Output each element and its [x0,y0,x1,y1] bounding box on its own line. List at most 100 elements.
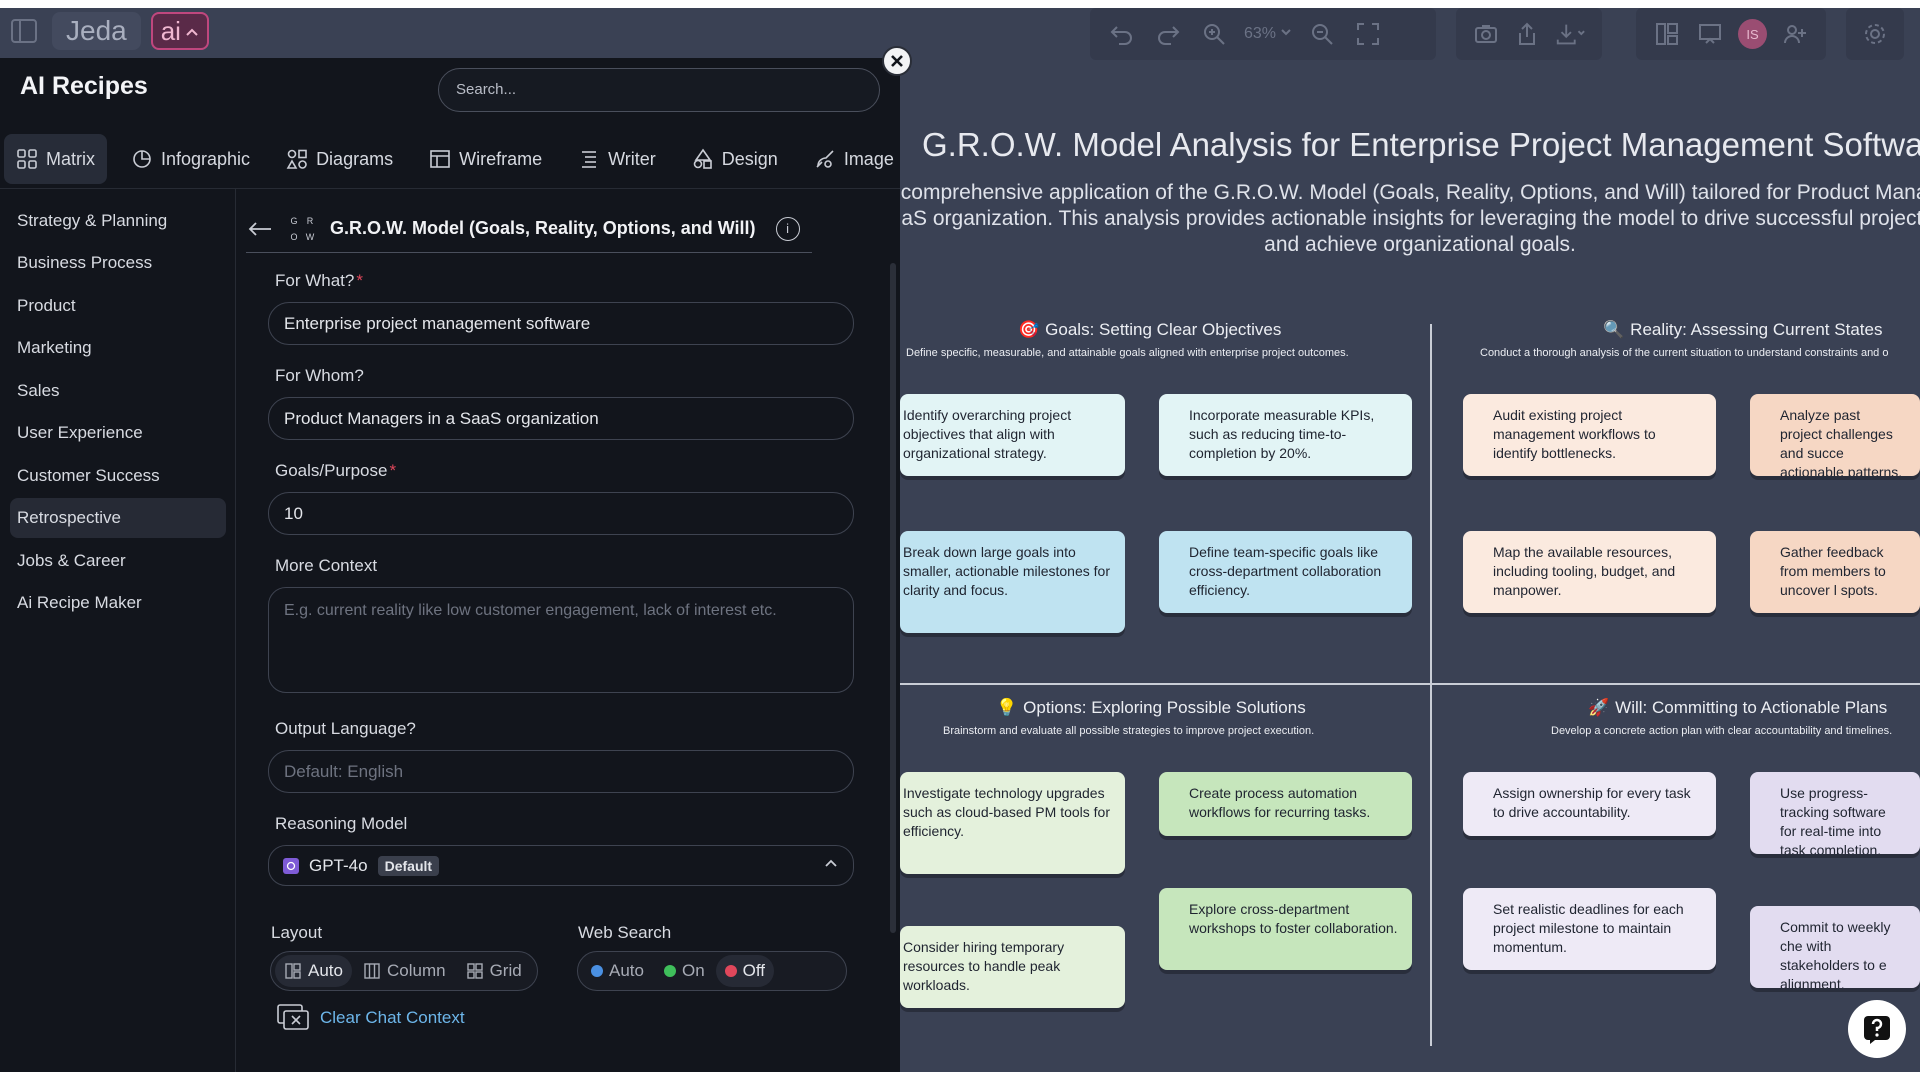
matrix-divider-vertical [1430,324,1432,1046]
clear-chat-button[interactable]: Clear Chat Context [276,1003,465,1033]
tab-label: Writer [608,148,656,169]
layout-option-label: Auto [308,961,343,980]
tab-image[interactable]: Image [802,134,906,184]
sticky-note[interactable]: Analyze past project challenges and succ… [1750,394,1920,476]
category-jobs-career[interactable]: Jobs & Career [17,551,126,570]
brand-logo[interactable]: Jeda [52,12,141,50]
off-dot-icon [724,965,737,977]
tab-writer[interactable]: Writer [566,134,668,184]
sticky-note[interactable]: Consider hiring temporary resources to h… [900,926,1125,1008]
language-label: Output Language? [275,719,416,738]
for-whom-input[interactable]: Product Managers in a SaaS organization [268,397,854,440]
search-input[interactable]: Search... [438,68,880,112]
category-customer-success[interactable]: Customer Success [17,466,160,485]
toolbar-collab: IS [1636,8,1826,60]
layout-label: Layout [271,923,323,942]
language-input[interactable]: Default: English [268,750,854,793]
web-search-option-auto[interactable]: Auto [582,955,653,987]
sticky-note[interactable]: Map the available resources, including t… [1463,531,1716,613]
close-icon[interactable] [882,46,912,76]
web-search-option-off[interactable]: Off [715,955,775,987]
zoom-out-icon[interactable] [1306,18,1338,50]
web-search-option-label: Off [742,961,766,980]
zoom-value: 63% [1244,25,1277,42]
category-retrospective[interactable]: Retrospective [10,498,226,538]
sticky-note[interactable]: Investigate technology upgrades such as … [900,772,1125,874]
present-icon[interactable] [1695,18,1726,50]
category-user-experience[interactable]: User Experience [17,423,143,442]
tab-design[interactable]: Design [680,134,790,184]
fit-screen-icon[interactable] [1352,18,1384,50]
tab-label: Diagrams [316,148,394,169]
sticky-note[interactable]: Identify overarching project objectives … [900,394,1125,476]
tab-label: Matrix [46,148,95,169]
goals-input[interactable]: 10 [268,492,854,535]
tab-wireframe[interactable]: Wireframe [417,134,554,184]
sticky-note[interactable]: Commit to weekly che with stakeholders t… [1750,906,1920,988]
sticky-note[interactable]: Audit existing project management workfl… [1463,394,1716,476]
category-sales[interactable]: Sales [17,381,60,400]
redo-icon[interactable] [1152,18,1184,50]
zoom-in-icon[interactable] [1198,18,1230,50]
quadrant-reality-title: 🔍 Reality: Assessing Current States [1603,320,1882,340]
sticky-note[interactable]: Assign ownership for every task to drive… [1463,772,1716,836]
info-icon[interactable]: i [775,216,800,241]
avatar[interactable]: IS [1737,19,1768,49]
category-ai-recipe-maker[interactable]: Ai Recipe Maker [17,593,142,612]
context-textarea[interactable]: E.g. current reality like low customer e… [268,587,854,693]
layout-option-label: Column [386,961,446,980]
for-what-label: For What?* [275,271,363,290]
category-strategy-planning[interactable]: Strategy & Planning [17,211,168,230]
settings-icon[interactable] [1859,18,1891,50]
whiteboard-canvas[interactable]: G.R.O.W. Model Analysis for Enterprise P… [900,62,1920,1072]
sidebar-toggle-icon[interactable] [6,13,42,49]
quadrant-options-desc: Brainstorm and evaluate all possible str… [943,725,1315,737]
category-business-process[interactable]: Business Process [17,253,153,272]
ai-button[interactable]: ai [150,12,209,50]
quadrant-will-title: 🚀 Will: Committing to Actionable Plans [1588,698,1887,718]
tab-label: Design [721,148,778,169]
chevron-up-icon [185,16,199,47]
camera-icon[interactable] [1472,18,1499,50]
web-search-option-label: Auto [609,961,644,980]
sticky-note[interactable]: Create process automation workflows for … [1159,772,1412,836]
tab-matrix[interactable]: Matrix [4,134,107,184]
category-marketing[interactable]: Marketing [17,338,92,357]
web-search-option-label: On [681,961,705,980]
sticky-note[interactable]: Use progress-tracking software for real-… [1750,772,1920,854]
tab-infographic[interactable]: Infographic [119,134,262,184]
layout-toggle: Auto Column Grid [270,951,538,991]
logo-letter: G [290,215,298,226]
image-brush-icon [816,150,834,168]
sticky-note[interactable]: Gather feedback from members to uncover … [1750,531,1920,613]
form-scrollbar[interactable] [890,263,896,933]
canvas-subtitle: comprehensive application of the G.R.O.W… [900,180,1920,258]
sticky-note[interactable]: Explore cross-department workshops to fo… [1159,888,1412,970]
back-arrow-icon[interactable] [246,215,274,243]
quadrant-will-desc: Develop a concrete action plan with clea… [1551,725,1893,737]
layout-icon[interactable] [1652,18,1683,50]
for-whom-label: For Whom? [275,366,364,385]
category-product[interactable]: Product [17,296,76,315]
add-user-icon[interactable] [1779,18,1810,50]
model-select[interactable]: GPT-4o Default [268,845,854,886]
download-icon[interactable] [1554,18,1586,50]
tab-diagrams[interactable]: Diagrams [274,134,405,184]
web-search-toggle: Auto On Off [577,951,847,991]
sticky-note[interactable]: Incorporate measurable KPIs, such as red… [1159,394,1412,476]
lightbulb-icon: 💡 [996,698,1018,717]
layout-option-grid[interactable]: Grid [457,955,531,987]
zoom-dropdown[interactable]: 63% [1244,25,1292,43]
undo-icon[interactable] [1106,18,1138,50]
layout-option-auto[interactable]: Auto [275,955,352,987]
recipe-header: G R O W G.R.O.W. Model (Goals, Reality, … [246,205,812,253]
sticky-note[interactable]: Set realistic deadlines for each project… [1463,888,1716,970]
web-search-option-on[interactable]: On [655,955,714,987]
for-what-input[interactable]: Enterprise project management software [268,302,854,345]
help-icon[interactable] [1848,1000,1906,1058]
ai-recipes-panel: AI Recipes Search... Matrix Infographic … [0,58,900,1072]
sticky-note[interactable]: Break down large goals into smaller, act… [900,531,1125,633]
layout-option-column[interactable]: Column [354,955,455,987]
share-icon[interactable] [1513,18,1540,50]
sticky-note[interactable]: Define team-specific goals like cross-de… [1159,531,1412,613]
